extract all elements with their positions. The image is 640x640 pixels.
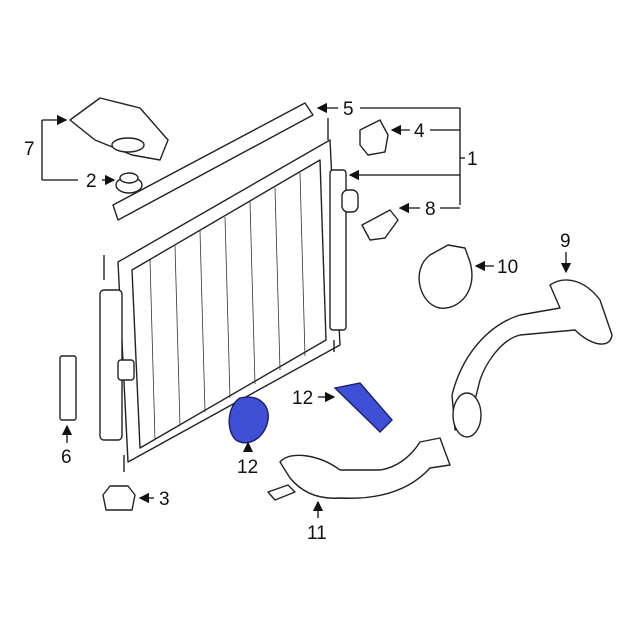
cap	[102, 485, 136, 511]
leader-lines	[41, 102, 572, 518]
hose-clamp-highlighted-2	[333, 382, 393, 433]
callout-6: 6	[61, 447, 72, 468]
upper-hose	[451, 279, 613, 431]
callout-7: 7	[24, 139, 35, 160]
callout-3: 3	[159, 489, 170, 510]
callout-9: 9	[560, 231, 571, 252]
pad	[59, 355, 77, 421]
callout-1: 1	[467, 149, 478, 170]
callout-12-lower: 12	[237, 457, 258, 478]
callout-11: 11	[307, 523, 327, 544]
bracket-8	[361, 209, 399, 241]
callout-10: 10	[497, 257, 518, 278]
clamp	[418, 244, 473, 309]
bracket-4	[359, 119, 389, 156]
lower-hose	[279, 437, 451, 499]
callout-2: 2	[86, 171, 97, 192]
callout-8: 8	[425, 199, 436, 220]
hose-clamp-highlighted	[228, 396, 269, 444]
callout-12-upper: 12	[292, 388, 313, 409]
callout-5: 5	[343, 99, 354, 120]
seal-strip	[112, 102, 314, 221]
radiator	[99, 118, 359, 472]
callout-4: 4	[414, 121, 425, 142]
